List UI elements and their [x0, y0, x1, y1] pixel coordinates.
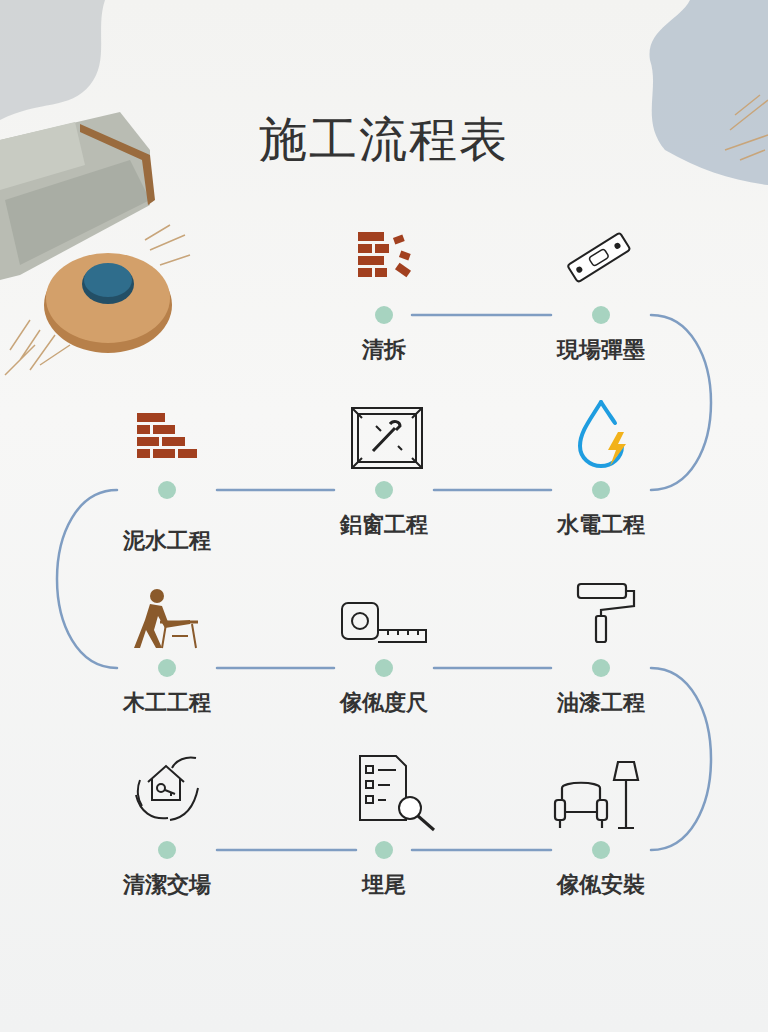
step-dot: [375, 306, 393, 324]
step-label: 鋁窗工程: [334, 512, 434, 538]
step-label: 油漆工程: [551, 690, 651, 716]
flow-connector: [412, 849, 551, 852]
paint-blob: [0, 0, 105, 120]
step-dot: [592, 306, 610, 324]
masonry-icon: [137, 413, 197, 458]
process-step: 現場彈墨: [551, 306, 651, 363]
step-dot: [375, 659, 393, 677]
step-dot: [158, 481, 176, 499]
step-label: 清潔交場: [117, 872, 217, 898]
flow-connector: [651, 668, 711, 850]
flow-connector: [217, 489, 334, 492]
step-label: 泥水工程: [117, 528, 217, 554]
process-step: 傢俬安裝: [551, 841, 651, 898]
process-step: 油漆工程: [551, 659, 651, 716]
tape-measure-icon: [342, 603, 426, 642]
process-step: 泥水工程: [117, 481, 217, 554]
furniture-icon: [555, 762, 638, 828]
paint-roller-icon: [578, 584, 634, 642]
step-dot: [375, 841, 393, 859]
step-label: 清拆: [356, 337, 412, 363]
carpenter-icon: [134, 589, 198, 648]
flow-connector: [217, 849, 356, 852]
flow-connector: [651, 315, 711, 490]
window-icon: [352, 408, 422, 468]
step-dot: [592, 659, 610, 677]
handover-icon: [136, 757, 198, 820]
step-label: 現場彈墨: [551, 337, 651, 363]
step-dot: [158, 841, 176, 859]
flow-connector: [412, 314, 551, 317]
flow-connector: [217, 667, 334, 670]
process-step: 埋尾: [356, 841, 412, 898]
step-dot: [592, 841, 610, 859]
process-step: 清潔交場: [117, 841, 217, 898]
step-label: 埋尾: [356, 872, 412, 898]
process-step: 水電工程: [551, 481, 651, 538]
flow-connector: [434, 489, 551, 492]
level-icon: [567, 233, 630, 283]
paint-blob: [650, 0, 768, 185]
step-label: 水電工程: [551, 512, 651, 538]
demolition-icon: [358, 232, 411, 277]
flow-connector: [57, 490, 117, 668]
process-step: 木工工程: [117, 659, 217, 716]
step-dot: [158, 659, 176, 677]
diagram-title: 施工流程表: [0, 108, 768, 172]
flow-connector: [434, 667, 551, 670]
checklist-icon: [360, 756, 434, 830]
process-step: 清拆: [356, 306, 412, 363]
step-dot: [375, 481, 393, 499]
sofa: [0, 112, 155, 280]
step-label: 木工工程: [117, 690, 217, 716]
water-electric-icon: [580, 402, 626, 466]
process-step: 傢俬度尺: [334, 659, 434, 716]
process-step: 鋁窗工程: [334, 481, 434, 538]
step-label: 傢俬度尺: [334, 690, 434, 716]
step-label: 傢俬安裝: [551, 872, 651, 898]
side-table: [44, 253, 172, 353]
step-dot: [592, 481, 610, 499]
